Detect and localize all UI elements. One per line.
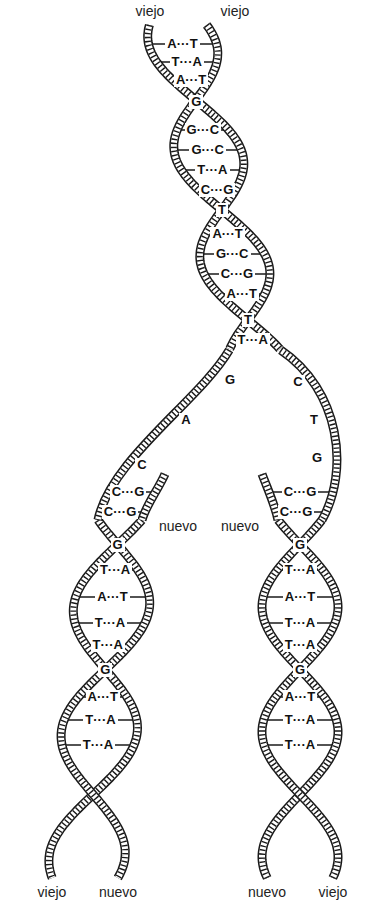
base-letter: G···C [214, 247, 251, 261]
base-letter: T···A [93, 616, 127, 630]
base-letter: C···G [282, 485, 319, 499]
dna-strand [49, 520, 142, 878]
base-letter: G [98, 663, 112, 677]
dna-strand [61, 520, 150, 878]
base-letter: G···C [189, 143, 226, 157]
dna-strand [262, 474, 278, 520]
dna-strand [262, 474, 278, 520]
base-rungs [62, 44, 337, 745]
dna-strand [174, 25, 270, 349]
base-letter: C [135, 458, 148, 472]
dna-strand [148, 25, 280, 349]
base-letter: C···G [199, 183, 236, 197]
dna-strand [174, 25, 270, 349]
base-letter: C···G [278, 505, 315, 519]
base-letter: T···A [283, 738, 317, 752]
base-letter: T···A [83, 713, 117, 727]
dna-strand [281, 350, 337, 520]
base-letter: G···C [185, 123, 222, 137]
dna-strand [61, 520, 150, 878]
base-letter: T···A [283, 616, 317, 630]
dna-strand [262, 520, 338, 878]
base-letter: C···G [102, 505, 139, 519]
dna-strand [174, 25, 270, 349]
base-letter: C···G [219, 267, 256, 281]
dna-strand [281, 350, 337, 520]
strand-label: nuevo [219, 519, 261, 534]
base-letter: A···T [95, 590, 129, 604]
base-letter: C [291, 375, 304, 389]
base-letter: T···A [170, 55, 204, 69]
dna-strand [148, 25, 280, 349]
base-letter: T···A [81, 738, 115, 752]
dna-strand [262, 520, 338, 878]
strand-label: nuevo [246, 885, 288, 900]
base-letter: T···A [283, 713, 317, 727]
dna-strand [98, 350, 229, 520]
base-letter: T···A [98, 563, 132, 577]
base-letter: T [216, 203, 228, 217]
base-letter: G [111, 538, 125, 552]
dna-strand [262, 474, 278, 520]
dna-strand [262, 520, 338, 878]
base-letter: T [242, 313, 254, 327]
dna-strand [281, 350, 337, 520]
base-letter: T···A [283, 563, 317, 577]
dna-strand [49, 520, 142, 878]
base-letter: A···T [210, 227, 244, 241]
dna-strand [262, 520, 338, 878]
base-letter: A···T [174, 73, 208, 87]
dna-strands [49, 25, 338, 878]
dna-strand [98, 350, 229, 520]
base-letter: A···T [165, 37, 199, 51]
base-letter: G [310, 451, 324, 465]
dna-strand [148, 25, 280, 349]
base-letter: T···A [195, 163, 229, 177]
dna-strand [262, 520, 338, 878]
dna-strand [61, 520, 150, 878]
strand-label: nuevo [97, 885, 139, 900]
strand-label: viejo [134, 4, 167, 19]
base-letter: T [308, 413, 320, 427]
base-letter: G [189, 95, 203, 109]
dna-strand [49, 520, 142, 878]
base-letter: G [293, 663, 307, 677]
base-letter: T···A [236, 333, 270, 347]
base-letter: G [223, 373, 237, 387]
strand-label: viejo [36, 885, 69, 900]
strand-label: viejo [317, 885, 350, 900]
base-letter: A···T [86, 690, 120, 704]
dna-strand [262, 520, 338, 878]
base-letter: G [293, 538, 307, 552]
base-letter: T···A [283, 638, 317, 652]
base-letter: C···G [110, 485, 147, 499]
strand-label: nuevo [157, 519, 199, 534]
base-letter: T···A [91, 638, 125, 652]
base-letter: A [179, 413, 192, 427]
strand-label: viejo [219, 4, 252, 19]
base-letter: A···T [283, 690, 317, 704]
dna-strand [98, 350, 229, 520]
base-letter: A···T [225, 287, 259, 301]
base-letter: A···T [283, 590, 317, 604]
